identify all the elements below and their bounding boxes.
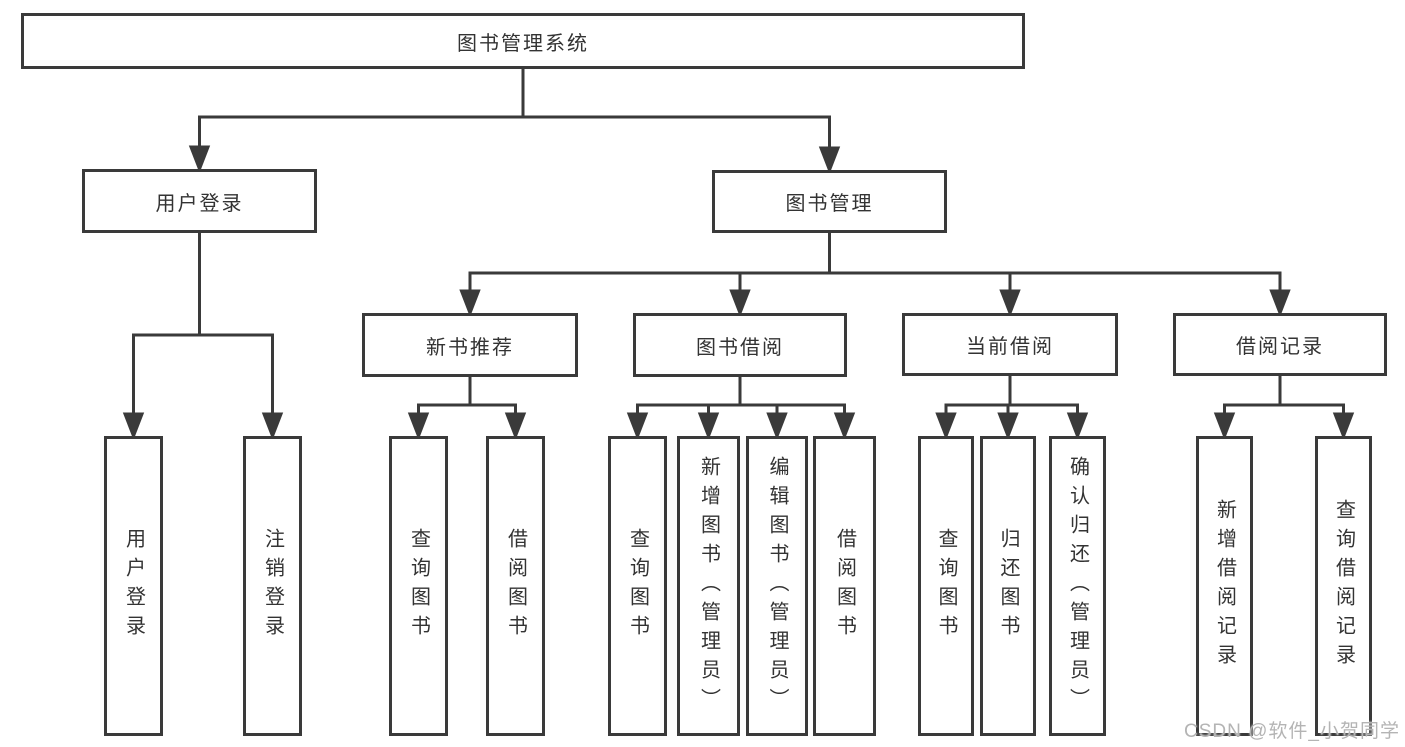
node-current-borrow: 当前借阅 [902,313,1118,376]
node-leaf-user-login: 用户登录 [104,436,163,736]
node-new-book-recommend: 新书推荐 [362,313,578,377]
node-borrow-records: 借阅记录 [1173,313,1387,376]
node-library-system: 图书管理系统 [21,13,1025,69]
node-leaf-return-books-label: 归还图书 [997,528,1019,644]
node-leaf-query-books-current-label: 查询图书 [935,528,957,644]
node-leaf-query-books-borrow: 查询图书 [608,436,667,736]
node-leaf-borrow-books: 借阅图书 [813,436,876,736]
node-leaf-return-books: 归还图书 [980,436,1036,736]
node-leaf-borrow-books-recommend: 借阅图书 [486,436,545,736]
node-book-borrow-label: 图书借阅 [696,336,784,359]
node-leaf-add-borrow-record: 新增借阅记录 [1196,436,1253,736]
node-leaf-query-books-current: 查询图书 [918,436,974,736]
node-new-book-recommend-label: 新书推荐 [426,336,514,359]
node-leaf-query-books-borrow-label: 查询图书 [626,528,649,644]
node-book-management-label: 图书管理 [785,193,874,215]
csdn-watermark: CSDN @软件_小贺同学 [1184,721,1400,742]
node-leaf-add-books-admin-label: 新增图书（管理员） [697,455,720,717]
node-leaf-edit-books-admin-label: 编辑图书（管理员） [766,455,788,717]
node-book-management: 图书管理 [712,170,947,233]
node-current-borrow-label: 当前借阅 [966,336,1054,358]
connector-book-borrow-to-leaves [626,377,856,441]
node-leaf-query-borrow-record: 查询借阅记录 [1315,436,1372,736]
node-leaf-edit-books-admin: 编辑图书（管理员） [746,436,808,736]
connector-root-to-level2 [188,69,841,175]
node-leaf-query-books-recommend-label: 查询图书 [407,528,430,644]
node-leaf-add-borrow-record-label: 新增借阅记录 [1213,499,1236,673]
connector-borrow-records-to-leaves [1213,376,1355,441]
connector-current-borrow-to-leaves [935,376,1089,441]
node-leaf-query-borrow-record-label: 查询借阅记录 [1332,499,1355,673]
node-leaf-logout-label: 注销登录 [261,528,284,644]
connector-user-login-to-leaves [122,233,284,441]
node-leaf-logout: 注销登录 [243,436,302,736]
node-leaf-add-books-admin: 新增图书（管理员） [677,436,740,736]
node-leaf-confirm-return-admin: 确认归还（管理员） [1049,436,1106,736]
connector-new-book-recommend-to-leaves [407,377,527,441]
connector-book-management-to-level3 [459,233,1291,318]
node-user-login-label: 用户登录 [155,192,244,215]
node-leaf-borrow-books-label: 借阅图书 [833,528,856,644]
node-book-borrow: 图书借阅 [633,313,847,377]
node-leaf-user-login-label: 用户登录 [122,528,145,644]
node-library-system-label: 图书管理系统 [457,32,589,55]
node-leaf-confirm-return-admin-label: 确认归还（管理员） [1066,455,1089,717]
node-leaf-borrow-books-recommend-label: 借阅图书 [504,528,527,644]
node-user-login: 用户登录 [82,169,317,233]
node-borrow-records-label: 借阅记录 [1236,336,1324,358]
node-leaf-query-books-recommend: 查询图书 [389,436,448,736]
